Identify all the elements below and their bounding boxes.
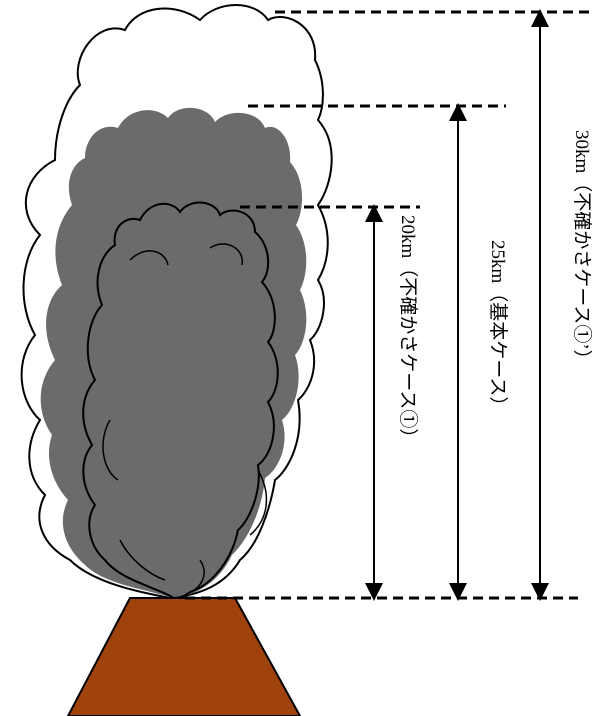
label-20km: 20km（不確かさケース①）	[397, 215, 419, 447]
plume-20km-outline	[82, 201, 279, 600]
plume-20km-texture	[102, 243, 268, 595]
volcano-cone	[66, 597, 302, 716]
label-30km: 30km（不確かさケース①’）	[571, 130, 593, 369]
label-25km: 25km（基本ケース）	[487, 240, 509, 415]
